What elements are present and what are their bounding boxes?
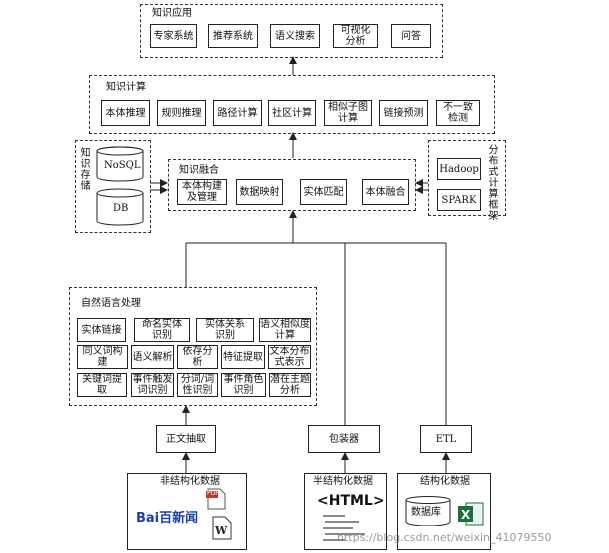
word-file-icon: W	[210, 516, 232, 540]
svg-text:W: W	[214, 524, 228, 537]
database-icon	[404, 496, 452, 527]
knowledge-computation-title: 知识计算	[106, 82, 146, 93]
fusion-item-entity-matching: 实体匹配	[300, 179, 347, 205]
nlp-named-entity-recognition: 命名实体 识别	[134, 318, 190, 342]
distributed-framework-group	[428, 140, 506, 216]
unstructured-data-title: 非结构化数据	[160, 476, 220, 487]
distributed-framework-title: 分布式计算框架	[488, 145, 499, 222]
app-item-expert-system: 专家系统	[150, 24, 197, 48]
app-item-visual-analysis: 可视化 分析	[333, 24, 378, 48]
nlp-event-trigger-recognition: 事件触发 词识别	[131, 373, 174, 397]
knowledge-fusion-title: 知识融合	[179, 165, 219, 176]
knowledge-application-group	[140, 4, 443, 58]
nlp-segmentation-pos: 分词/词 性识别	[177, 373, 218, 397]
compute-item-community-computation: 社区计算	[268, 100, 316, 126]
nlp-event-role-recognition: 事件角色 识别	[221, 373, 266, 397]
app-item-qa: 问答	[391, 24, 431, 48]
app-item-recommendation: 推荐系统	[208, 24, 258, 48]
semi-structured-data-title: 半结构化数据	[313, 476, 373, 487]
nlp-title: 自然语言处理	[81, 298, 141, 309]
structured-data-title: 结构化数据	[420, 476, 470, 487]
html-page-icon: <HTML>	[317, 493, 385, 541]
knowledge-fusion-group	[168, 159, 416, 211]
compute-item-rule-reasoning: 规则推理	[157, 100, 206, 126]
body-text-extraction-box: 正文抽取	[156, 425, 216, 453]
nlp-latent-topic-analysis: 潜在主题 分析	[269, 373, 311, 397]
knowledge-storage-group	[75, 140, 151, 233]
semi-structured-data-source	[304, 473, 387, 550]
compute-item-inconsistency-detection: 不一致 检测	[436, 100, 480, 126]
hadoop-box: Hadoop	[437, 158, 481, 180]
fusion-item-ontology-fusion: 本体融合	[362, 179, 409, 205]
nlp-semantic-similarity: 语义相似度 计算	[259, 318, 311, 342]
database-label: 数据库	[411, 507, 441, 518]
db-database-icon	[95, 188, 145, 226]
pdf-label: PDF	[207, 490, 219, 497]
baidu-news-logo: Bai百新闻	[136, 511, 199, 526]
knowledge-application-title: 知识应用	[152, 8, 192, 19]
app-item-semantic-search: 语义搜索	[270, 24, 320, 48]
excel-file-icon: X	[458, 500, 484, 528]
nlp-feature-extraction: 特征提取	[221, 345, 265, 369]
nlp-synonym-construction: 同义词构建	[77, 345, 128, 369]
compute-item-path-computation: 路径计算	[213, 100, 262, 126]
nlp-dependency-analysis: 依存分析	[177, 345, 218, 369]
pdf-file-icon: PDF	[206, 488, 226, 510]
nosql-database-icon	[95, 146, 145, 182]
nlp-entity-linking: 实体链接	[77, 318, 126, 342]
spark-box: SPARK	[437, 189, 481, 211]
nlp-semantic-parsing: 语义解析	[131, 345, 174, 369]
etl-box: ETL	[420, 425, 472, 453]
knowledge-storage-title: 知识存储	[80, 148, 91, 192]
knowledge-computation-group	[89, 75, 495, 134]
svg-text:X: X	[461, 508, 471, 522]
nosql-label: NoSQL	[104, 160, 141, 171]
nlp-text-distributed-representation: 文本分布 式表示	[268, 345, 311, 369]
compute-item-similar-subgraph: 相似子图 计算	[324, 100, 372, 126]
wrapper-box: 包装器	[308, 425, 380, 453]
fusion-item-data-mapping: 数据映射	[236, 179, 283, 205]
nlp-entity-relation-recognition: 实体关系 识别	[196, 318, 254, 342]
watermark-text: https://blog.csdn.net/weixin_41079550	[337, 531, 552, 544]
db-label: DB	[113, 203, 129, 214]
compute-item-ontology-reasoning: 本体推理	[101, 100, 150, 126]
compute-item-link-prediction: 链接预测	[379, 100, 428, 126]
fusion-item-ontology-construction: 本体构建 及管理	[177, 179, 227, 205]
nlp-group	[69, 287, 317, 406]
nlp-keyword-extraction: 关键词提取	[77, 373, 127, 397]
